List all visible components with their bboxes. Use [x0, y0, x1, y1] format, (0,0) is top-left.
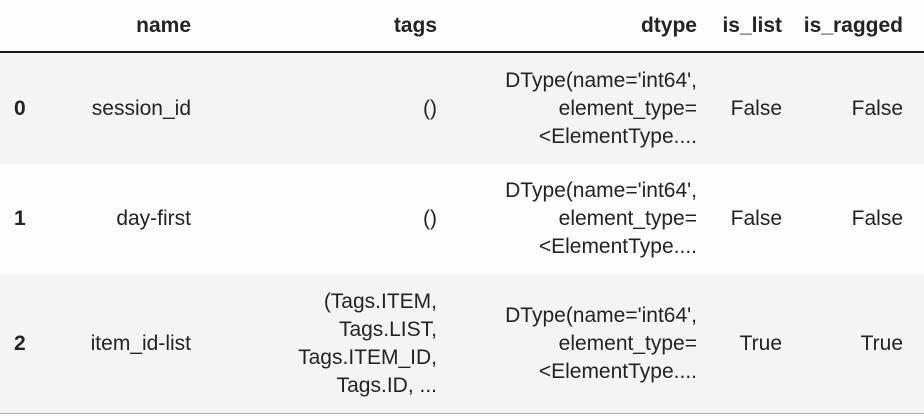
row-index: 0 — [0, 52, 44, 164]
cell-tags: () — [194, 52, 440, 164]
cell-is-list: False — [700, 52, 785, 164]
row-index: 1 — [0, 164, 44, 274]
cell-tags: (Tags.ITEM, Tags.LIST, Tags.ITEM_ID, Tag… — [194, 274, 440, 414]
cell-dtype: DType(name='int64', element_type= <Eleme… — [440, 274, 700, 414]
table-body: 0 session_id () DType(name='int64', elem… — [0, 52, 924, 414]
cell-is-ragged: True — [785, 274, 924, 414]
table-header: name tags dtype is_list is_ragged — [0, 0, 924, 53]
table-row: 1 day-first () DType(name='int64', eleme… — [0, 164, 924, 274]
column-header-index — [0, 0, 44, 53]
cell-name: session_id — [44, 52, 194, 164]
cell-dtype: DType(name='int64', element_type= <Eleme… — [440, 52, 700, 164]
cell-is-ragged: False — [785, 52, 924, 164]
cell-is-list: False — [700, 164, 785, 274]
cell-tags: () — [194, 164, 440, 274]
column-header-is-ragged: is_ragged — [785, 0, 924, 53]
column-header-name: name — [44, 0, 194, 53]
column-header-tags: tags — [194, 0, 440, 53]
cell-name: item_id-list — [44, 274, 194, 414]
header-row: name tags dtype is_list is_ragged — [0, 0, 924, 53]
column-header-dtype: dtype — [440, 0, 700, 53]
row-index: 2 — [0, 274, 44, 414]
table-row: 2 item_id-list (Tags.ITEM, Tags.LIST, Ta… — [0, 274, 924, 414]
cell-is-list: True — [700, 274, 785, 414]
cell-dtype: DType(name='int64', element_type= <Eleme… — [440, 164, 700, 274]
column-header-is-list: is_list — [700, 0, 785, 53]
cell-is-ragged: False — [785, 164, 924, 274]
table-row: 0 session_id () DType(name='int64', elem… — [0, 52, 924, 164]
cell-name: day-first — [44, 164, 194, 274]
